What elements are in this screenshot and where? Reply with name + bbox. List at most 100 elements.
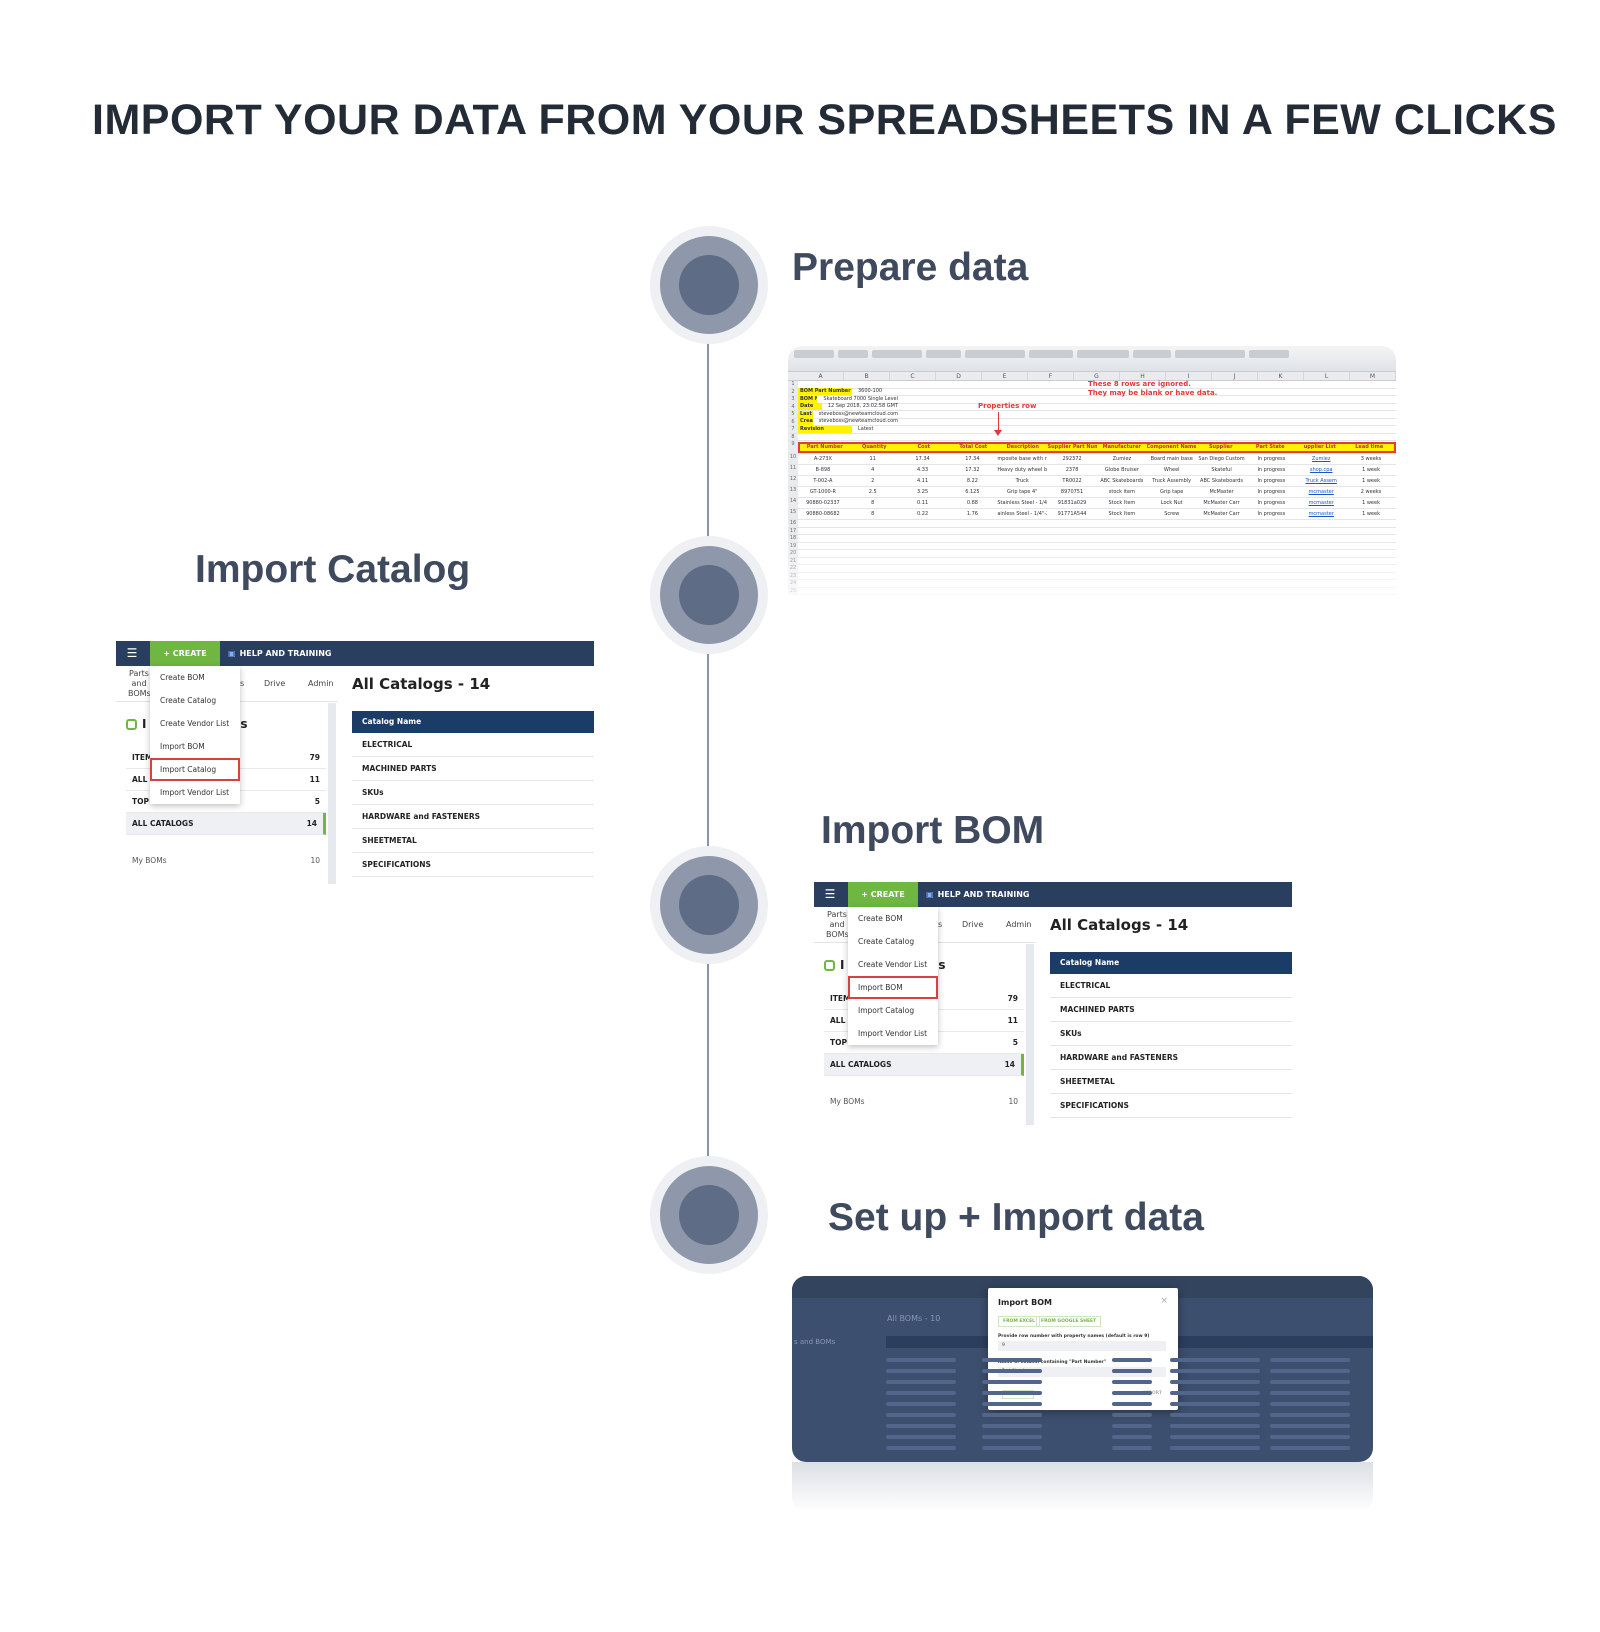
property-name: Lead time: [1355, 444, 1384, 450]
tab-admin[interactable]: Admin: [1006, 920, 1032, 929]
meta-value: Skateboard 7000 Single Level: [823, 395, 898, 402]
cell: 1 week: [1362, 500, 1380, 506]
row-number: 2: [788, 388, 798, 395]
table-row[interactable]: SPECIFICATIONS: [1050, 1094, 1292, 1118]
cell: Screw: [1164, 511, 1180, 517]
import-button[interactable]: IMPORT: [1142, 1391, 1162, 1396]
meta-cell: Created by usersteveboss@newteamcloud.co…: [798, 418, 898, 426]
cell: Skateful: [1211, 467, 1232, 473]
table-row[interactable]: SKUs: [352, 781, 594, 805]
background-text-line: [1170, 1435, 1260, 1439]
cell: 17.32: [965, 467, 980, 473]
background-text-line: [886, 1446, 956, 1450]
table-row[interactable]: ELECTRICAL: [352, 733, 594, 757]
table-row[interactable]: SKUs: [1050, 1022, 1292, 1046]
cell: ABC Skateboards: [1200, 478, 1244, 484]
background-text-line: [1270, 1369, 1350, 1373]
column-header: E: [982, 372, 1028, 380]
sheet-row: 25: [788, 587, 1396, 595]
cell: mcmaster: [1308, 500, 1334, 506]
sidebar-item-label: My BOMs: [830, 1096, 865, 1106]
sidebar-scrollbar[interactable]: [328, 703, 336, 884]
table-row[interactable]: ELECTRICAL: [1050, 974, 1292, 998]
hamburger-menu-icon[interactable]: ☰: [126, 646, 138, 660]
sheet-row: 16: [788, 520, 1396, 528]
dropdown-item[interactable]: Create BOM: [858, 914, 903, 923]
dropdown-item[interactable]: Import Vendor List: [858, 1029, 928, 1038]
table-row[interactable]: HARDWARE and FASTENERS: [352, 805, 594, 829]
create-button[interactable]: + CREATE: [848, 882, 918, 907]
close-icon[interactable]: ×: [1160, 1296, 1168, 1306]
dropdown-item[interactable]: Create BOM: [160, 673, 205, 682]
dropdown-item[interactable]: Import Vendor List: [160, 788, 230, 797]
cell: 8.22: [966, 478, 978, 484]
row-number-input[interactable]: 9: [998, 1341, 1166, 1351]
table-row[interactable]: HARDWARE and FASTENERS: [1050, 1046, 1292, 1070]
create-button[interactable]: + CREATE: [150, 641, 220, 666]
cell: McMaster Carr: [1203, 500, 1240, 506]
table-row[interactable]: SPECIFICATIONS: [352, 853, 594, 877]
dropdown-item[interactable]: Create Catalog: [858, 937, 915, 946]
table-row[interactable]: MACHINED PARTS: [352, 757, 594, 781]
dropdown-item[interactable]: Import BOM: [848, 976, 938, 999]
step-title-catalog: Import Catalog: [195, 548, 471, 591]
table-row[interactable]: MACHINED PARTS: [1050, 998, 1292, 1022]
background-text-line: [1170, 1380, 1260, 1384]
tab-drive[interactable]: Drive: [962, 920, 984, 929]
row-number: 16: [788, 520, 798, 527]
sidebar-scrollbar[interactable]: [1026, 944, 1034, 1125]
background-text-line: [982, 1446, 1042, 1450]
background-text-line: [1112, 1446, 1152, 1450]
column-header: B: [844, 372, 890, 380]
meta-value: Latest: [858, 425, 874, 432]
table-row[interactable]: SHEETMETAL: [1050, 1070, 1292, 1094]
help-and-training-link[interactable]: ▣HELP AND TRAINING: [926, 882, 1030, 907]
help-and-training-link[interactable]: ▣HELP AND TRAINING: [228, 641, 332, 666]
background-text-line: [1170, 1358, 1260, 1362]
background-text-line: [1270, 1446, 1350, 1450]
step-title-prepare: Prepare data: [792, 246, 1029, 289]
cell: Stainless Steel - 1/4"-20: [997, 500, 1048, 506]
tab-drive[interactable]: Drive: [264, 679, 286, 688]
cell: Stock Item: [1108, 511, 1136, 517]
dropdown-item[interactable]: Create Vendor List: [160, 719, 230, 728]
dropdown-item[interactable]: Create Catalog: [160, 696, 217, 705]
table-row[interactable]: SHEETMETAL: [352, 829, 594, 853]
cell: Lock Nut: [1160, 500, 1183, 506]
cell: In progress: [1257, 467, 1286, 473]
tab-admin[interactable]: Admin: [308, 679, 334, 688]
cell: 17.34: [965, 456, 980, 462]
dropdown-item[interactable]: Import Catalog: [150, 758, 240, 781]
hamburger-menu-icon[interactable]: ☰: [824, 887, 836, 901]
background-text-line: [886, 1424, 956, 1428]
cell: 1 week: [1362, 467, 1380, 473]
meta-key: BOM Name: [798, 395, 818, 403]
dropdown-item[interactable]: Import Catalog: [858, 1006, 915, 1015]
modal-title: Import BOM: [998, 1298, 1052, 1307]
cell: A-273X: [813, 456, 832, 462]
tab-fragment[interactable]: s: [240, 679, 245, 688]
tab-from-excel[interactable]: FROM EXCEL: [998, 1316, 1041, 1327]
cell: mcmaster: [1308, 489, 1334, 495]
row-number: 8: [788, 433, 798, 440]
cell: 90880-02337: [806, 500, 840, 506]
dropdown-item[interactable]: Create Vendor List: [858, 960, 928, 969]
tab-fragment[interactable]: s: [938, 920, 943, 929]
tab-from-google-sheet[interactable]: FROM GOOGLE SHEET: [1036, 1316, 1102, 1327]
cell: Zumiez: [1112, 456, 1132, 462]
dropdown-item[interactable]: Import BOM: [160, 742, 205, 751]
properties-arrow: [998, 412, 999, 432]
tab-parts-and-boms[interactable]: Parts and BOMs: [826, 910, 849, 939]
tab-parts-and-boms[interactable]: Parts and BOMs: [128, 669, 151, 698]
cell: 8: [871, 500, 875, 506]
cell: In progress: [1257, 500, 1286, 506]
